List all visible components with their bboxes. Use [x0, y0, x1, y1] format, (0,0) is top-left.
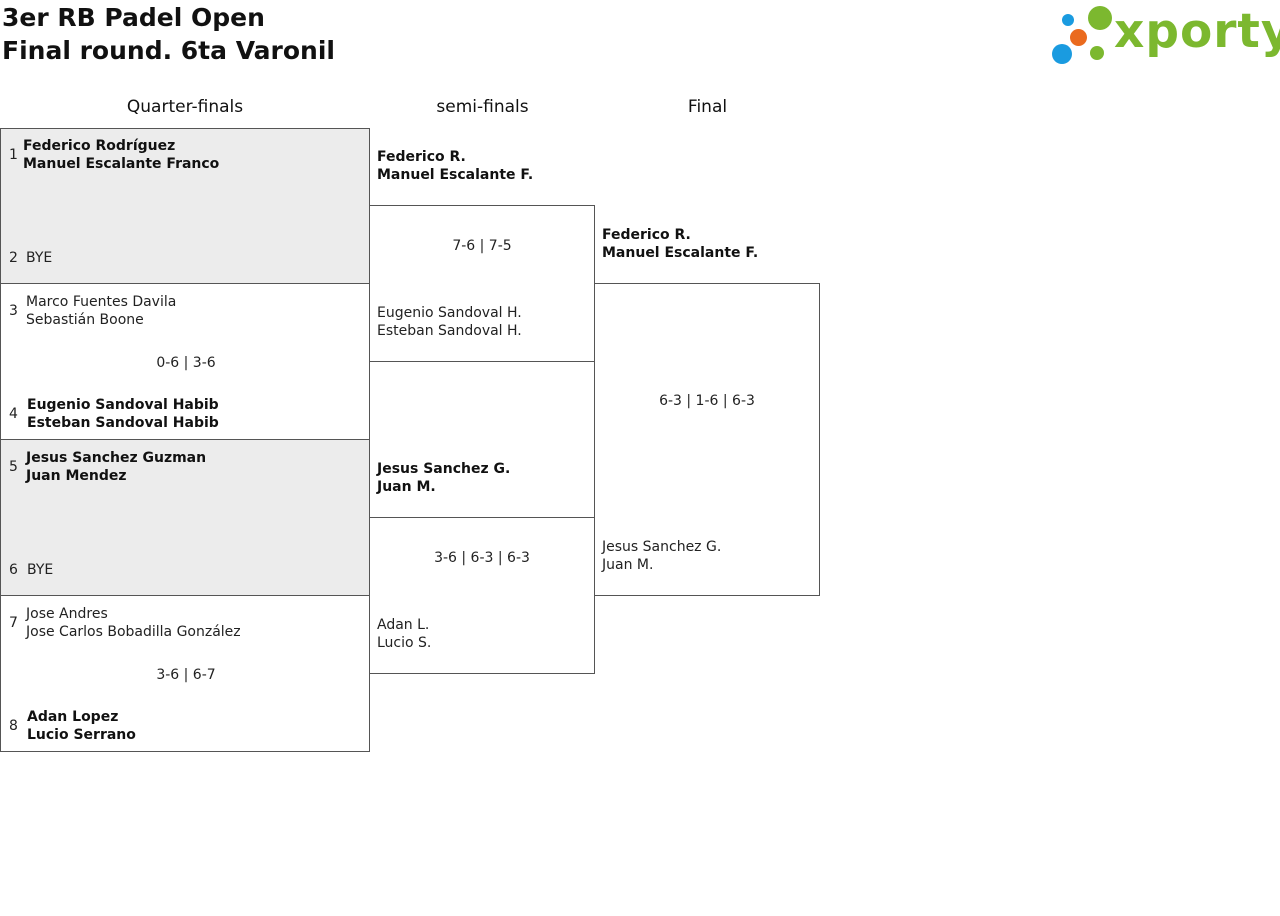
- match-score: 3-6 | 6-7: [156, 667, 216, 683]
- player-name: Esteban Sandoval Habib: [27, 415, 219, 431]
- seed-number: 2: [9, 250, 18, 266]
- seed-number: 5: [9, 459, 18, 475]
- player-name: Federico Rodríguez: [23, 138, 176, 154]
- player-name: Manuel Escalante F.: [602, 245, 759, 261]
- player-name: Juan M.: [602, 557, 654, 573]
- player-name: Jesus Sanchez G.: [602, 539, 722, 555]
- tournament-title: 3er RB Padel Open: [2, 3, 265, 32]
- team-bottom[interactable]: Jesus Sanchez G. Juan M.: [602, 538, 721, 574]
- logo-dot-green: [1088, 6, 1112, 30]
- match-score: 3-6 | 6-3 | 6-3: [434, 550, 530, 566]
- match-score: 0-6 | 3-6: [156, 355, 216, 371]
- round-header-final: Final: [687, 97, 728, 117]
- player-name: Eugenio Sandoval Habib: [27, 397, 219, 413]
- player-name: Juan Mendez: [26, 468, 127, 484]
- seed-number: 7: [9, 615, 18, 631]
- bye-label: BYE: [26, 250, 53, 266]
- logo-dot-green-small: [1090, 46, 1104, 60]
- seed-number: 1: [9, 147, 18, 163]
- team-top[interactable]: Jose Andres Jose Carlos Bobadilla Gonzál…: [26, 605, 241, 641]
- final-match[interactable]: 6-3 | 1-6 | 6-3 Jesus Sanchez G. Juan M.: [594, 283, 820, 596]
- player-name: Lucio Serrano: [27, 727, 136, 743]
- match-score: 7-6 | 7-5: [452, 238, 512, 254]
- player-name: Jesus Sanchez G.: [377, 461, 511, 477]
- player-name: Manuel Escalante F.: [377, 167, 534, 183]
- quarterfinal-match-2[interactable]: 3 Marco Fuentes Davila Sebastián Boone 0…: [0, 283, 370, 440]
- round-subtitle: Final round. 6ta Varonil: [2, 36, 335, 65]
- player-name: Jose Andres: [26, 606, 108, 622]
- logo-dot-blue-large: [1052, 44, 1072, 64]
- quarterfinal-match-4[interactable]: 7 Jose Andres Jose Carlos Bobadilla Gonz…: [0, 595, 370, 752]
- quarterfinal-match-1[interactable]: 1 Federico Rodríguez Manuel Escalante Fr…: [0, 128, 370, 284]
- player-name: Sebastián Boone: [26, 312, 144, 328]
- player-name: Jose Carlos Bobadilla González: [26, 624, 241, 640]
- semifinal-1-team-top[interactable]: Federico R. Manuel Escalante F.: [377, 148, 533, 184]
- logo-dot-blue-small: [1062, 14, 1074, 26]
- seed-number: 4: [9, 406, 18, 422]
- round-header-quarterfinals: Quarter-finals: [126, 97, 244, 117]
- quarterfinal-match-3[interactable]: 5 Jesus Sanchez Guzman Juan Mendez 6 BYE: [0, 439, 370, 596]
- player-name: Federico R.: [602, 227, 691, 243]
- team-bottom[interactable]: Adan Lopez Lucio Serrano: [27, 708, 136, 744]
- bye-label: BYE: [27, 562, 54, 578]
- player-name: Lucio S.: [377, 635, 432, 651]
- player-name: Jesus Sanchez Guzman: [26, 450, 207, 466]
- team-top[interactable]: Federico Rodríguez Manuel Escalante Fran…: [23, 137, 219, 173]
- player-name: Eugenio Sandoval H.: [377, 305, 522, 321]
- final-team-top[interactable]: Federico R. Manuel Escalante F.: [602, 226, 758, 262]
- player-name: Adan Lopez: [27, 709, 119, 725]
- seed-number: 6: [9, 562, 18, 578]
- seed-number: 8: [9, 718, 18, 734]
- team-bottom[interactable]: BYE: [26, 249, 52, 267]
- team-top[interactable]: Jesus Sanchez Guzman Juan Mendez: [26, 449, 206, 485]
- team-bottom[interactable]: BYE: [27, 561, 53, 579]
- match-score: 6-3 | 1-6 | 6-3: [659, 393, 755, 409]
- player-name: Marco Fuentes Davila: [26, 294, 177, 310]
- player-name: Juan M.: [377, 479, 436, 495]
- team-top[interactable]: Marco Fuentes Davila Sebastián Boone: [26, 293, 176, 329]
- xporty-logo[interactable]: xporty: [1050, 4, 1280, 66]
- player-name: Adan L.: [377, 617, 430, 633]
- player-name: Federico R.: [377, 149, 466, 165]
- player-name: Esteban Sandoval H.: [377, 323, 522, 339]
- player-name: Manuel Escalante Franco: [23, 156, 220, 172]
- team-bottom[interactable]: Eugenio Sandoval Habib Esteban Sandoval …: [27, 396, 219, 432]
- semifinal-2-team-top[interactable]: Jesus Sanchez G. Juan M.: [377, 460, 510, 496]
- team-bottom[interactable]: Adan L. Lucio S.: [377, 616, 431, 652]
- semifinal-match-2[interactable]: 3-6 | 6-3 | 6-3 Adan L. Lucio S.: [369, 517, 595, 674]
- round-header-semifinals: semi-finals: [436, 97, 529, 117]
- logo-wordmark: xporty: [1114, 4, 1280, 59]
- seed-number: 3: [9, 303, 18, 319]
- logo-dot-orange: [1070, 29, 1087, 46]
- team-bottom[interactable]: Eugenio Sandoval H. Esteban Sandoval H.: [377, 304, 522, 340]
- semifinal-match-1[interactable]: 7-6 | 7-5 Eugenio Sandoval H. Esteban Sa…: [369, 205, 595, 362]
